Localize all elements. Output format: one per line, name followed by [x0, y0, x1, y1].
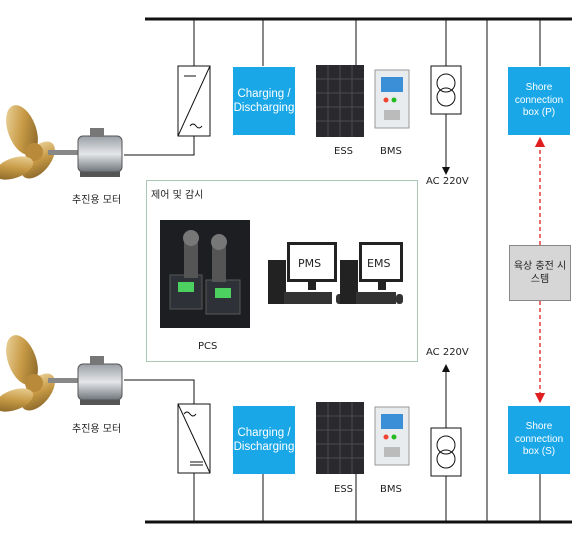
upper-motor-label: 추진용 모터: [72, 195, 122, 206]
upper-ac-label: AC 220V: [426, 176, 469, 187]
lower-ac-label: AC 220V: [426, 347, 469, 358]
lower-charging-box: Charging / Discharging: [233, 406, 295, 474]
lower-ess-label: ESS: [334, 484, 354, 495]
upper-converter-icon: [177, 65, 211, 137]
pcs-console-icon: [160, 220, 250, 328]
control-panel-title: 제어 및 감시: [151, 190, 204, 201]
upper-motor-icon: [77, 128, 123, 177]
ems-computer-icon: [340, 242, 403, 304]
lower-motor-icon: [77, 356, 123, 405]
control-devices: [160, 220, 403, 328]
lower-transformer-icon: [430, 427, 462, 477]
upper-transformer-icon: [430, 65, 462, 115]
lower-ess-icon: [316, 402, 364, 474]
lower-shore-box: Shore connection box (S): [508, 406, 570, 474]
upper-bms-label: BMS: [380, 146, 402, 157]
upper-bms-icon: [374, 69, 410, 129]
pms-computer-icon: [268, 242, 343, 304]
ems-label: EMS: [367, 257, 391, 270]
lower-propeller-icon: [0, 335, 55, 412]
upper-charging-box: Charging / Discharging: [233, 67, 295, 135]
pcs-label: PCS: [198, 341, 218, 352]
pms-label: PMS: [298, 257, 322, 270]
lower-bms-icon: [374, 406, 410, 466]
lower-converter-icon: [177, 403, 211, 474]
upper-propeller-icon: [0, 105, 55, 180]
lower-bms-label: BMS: [380, 484, 402, 495]
upper-ess-label: ESS: [334, 146, 354, 157]
onshore-charging-box: 육상 충전 시스템: [509, 245, 571, 301]
upper-ess-icon: [316, 65, 364, 137]
lower-motor-label: 추진용 모터: [72, 424, 122, 435]
upper-shore-box: Shore connection box (P): [508, 67, 570, 135]
